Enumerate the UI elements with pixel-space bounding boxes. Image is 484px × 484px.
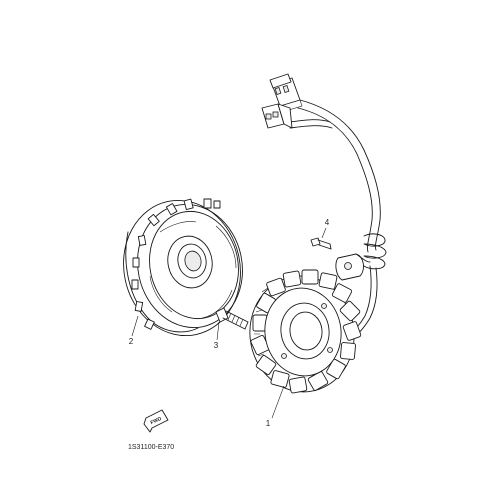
callout-4: 4 bbox=[321, 218, 330, 239]
fwd-arrow-icon: FWD bbox=[143, 409, 169, 433]
callout-2: 2 bbox=[129, 315, 139, 346]
drawing-code: 1S31100-E370 bbox=[128, 444, 174, 451]
callout-1: 1 bbox=[266, 385, 285, 428]
rotor-assembly[interactable] bbox=[111, 189, 254, 346]
screw[interactable] bbox=[310, 237, 332, 250]
cable-clamp[interactable] bbox=[335, 253, 371, 281]
fwd-label: FWD bbox=[150, 416, 163, 426]
coupler-connector-upper[interactable] bbox=[269, 73, 303, 113]
stator-assembly[interactable] bbox=[242, 269, 362, 398]
callout-number-3: 3 bbox=[214, 341, 219, 350]
callout-3: 3 bbox=[214, 321, 220, 350]
wire-harness[interactable] bbox=[289, 99, 387, 345]
callout-number-1: 1 bbox=[266, 419, 271, 428]
stator-poles bbox=[250, 269, 362, 394]
coupler-connector-lower[interactable] bbox=[261, 103, 293, 129]
callout-number-4: 4 bbox=[325, 218, 330, 227]
callout-number-2: 2 bbox=[129, 337, 134, 346]
bolt[interactable] bbox=[215, 307, 249, 330]
